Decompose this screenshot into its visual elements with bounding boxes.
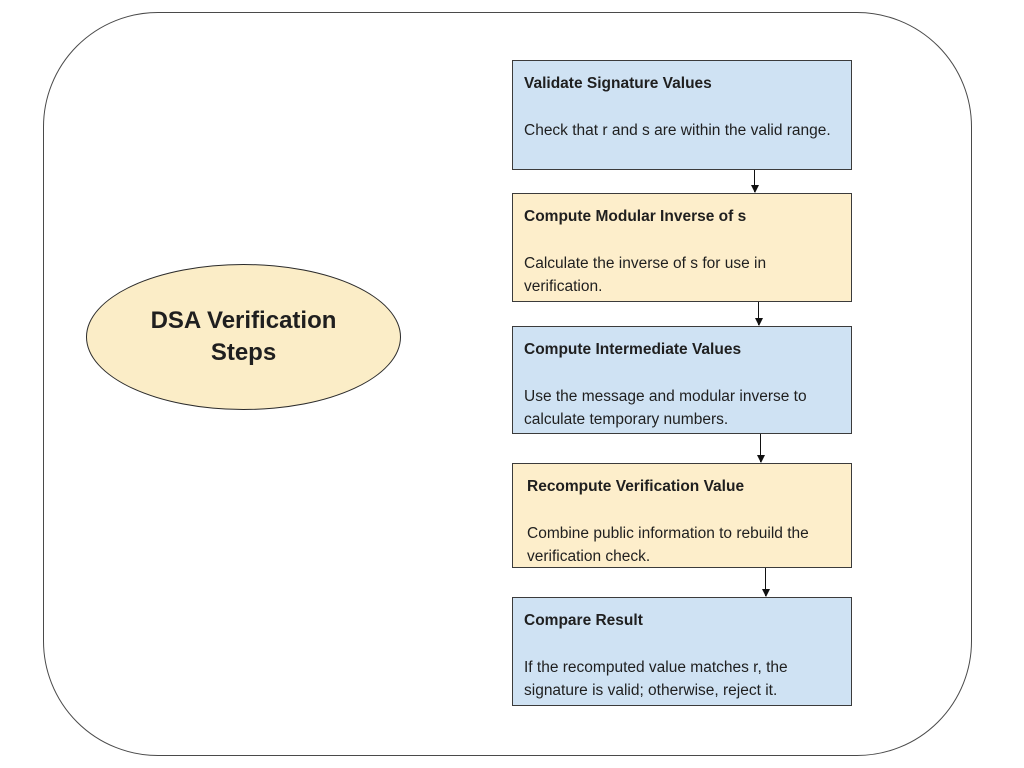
step-title: Compute Intermediate Values (524, 341, 742, 358)
outer-rounded-frame (43, 12, 972, 756)
step-box-compare-result: Compare Result If the recomputed value m… (512, 597, 852, 706)
diagram-title-ellipse: DSA Verification Steps (86, 264, 401, 410)
step-title: Compare Result (524, 612, 643, 629)
step-box-compute-modular-inverse: Compute Modular Inverse of s Calculate t… (512, 193, 852, 302)
step-description: Combine public information to rebuild th… (527, 525, 809, 565)
step-box-recompute-verification-value: Recompute Verification Value Combine pub… (512, 463, 852, 568)
step-title: Validate Signature Values (524, 75, 712, 92)
step-description: Check that r and s are within the valid … (524, 122, 831, 139)
step-title: Compute Modular Inverse of s (524, 208, 747, 225)
flow-arrow-4 (761, 568, 770, 597)
step-description: If the recomputed value matches r, the s… (524, 659, 788, 699)
step-box-validate-signature-values: Validate Signature Values Check that r a… (512, 60, 852, 170)
flow-arrow-3 (756, 434, 765, 463)
step-box-compute-intermediate-values: Compute Intermediate Values Use the mess… (512, 326, 852, 434)
step-description: Calculate the inverse of s for use in ve… (524, 255, 767, 295)
diagram-title-label: DSA Verification Steps (150, 307, 337, 366)
step-title: Recompute Verification Value (527, 478, 745, 495)
flow-arrow-1 (750, 170, 759, 193)
step-description: Use the message and modular inverse to c… (524, 388, 807, 428)
flow-arrow-2 (754, 302, 763, 326)
